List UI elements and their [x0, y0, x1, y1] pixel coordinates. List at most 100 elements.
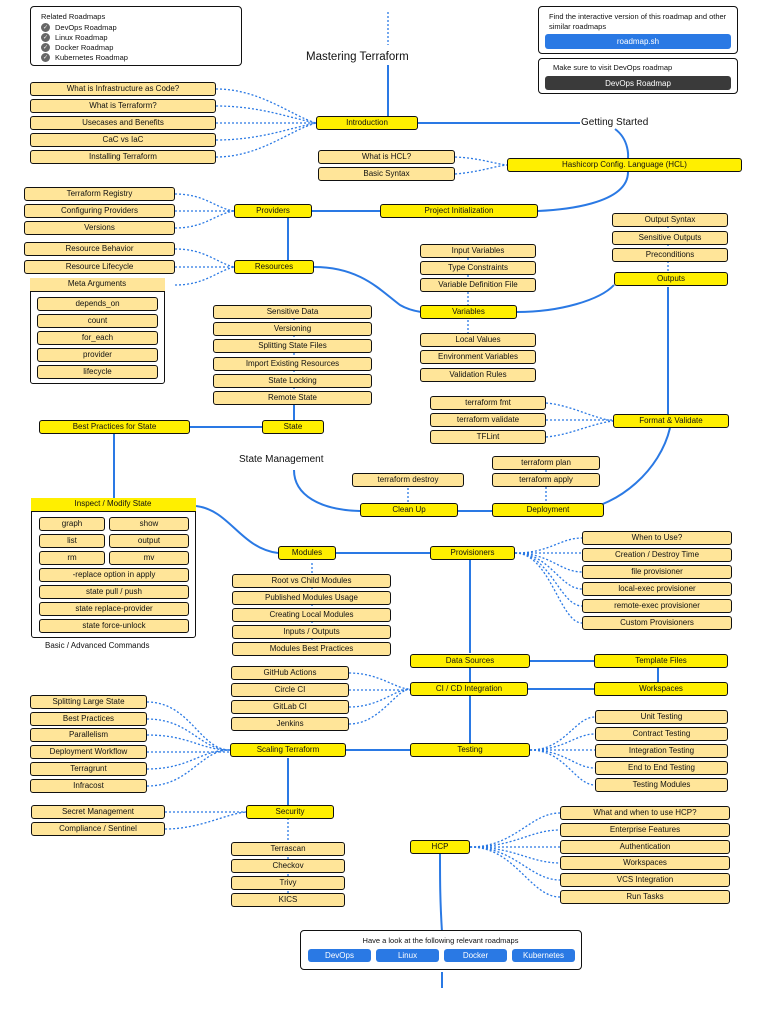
subtopic-what-is-terraform[interactable]: What is Terraform? — [30, 99, 216, 113]
topic-clean-up[interactable]: Clean Up — [360, 503, 458, 517]
subtopic-splitting-state-files[interactable]: Splitting State Files — [213, 339, 372, 353]
subtopic-resource-behavior[interactable]: Resource Behavior — [24, 242, 175, 256]
subtopic-compliance-sentinel[interactable]: Compliance / Sentinel — [31, 822, 165, 836]
subtopic-checkov[interactable]: Checkov — [231, 859, 345, 873]
topic-project-initialization[interactable]: Project Initialization — [380, 204, 538, 218]
subtopic-installing[interactable]: Installing Terraform — [30, 150, 216, 164]
subtopic-parallelism[interactable]: Parallelism — [30, 728, 147, 742]
subtopic-published-modules[interactable]: Published Modules Usage — [232, 591, 391, 605]
topic-security[interactable]: Security — [246, 805, 334, 819]
subtopic-cac-vs-iac[interactable]: CaC vs IaC — [30, 133, 216, 147]
subtopic-terraform-registry[interactable]: Terraform Registry — [24, 187, 175, 201]
subtopic-modules-best-practices[interactable]: Modules Best Practices — [232, 642, 391, 656]
subtopic-rm[interactable]: rm — [39, 551, 105, 565]
subtopic-secret-management[interactable]: Secret Management — [31, 805, 165, 819]
subtopic-custom-provisioners[interactable]: Custom Provisioners — [582, 616, 732, 630]
subtopic-terraform-validate[interactable]: terraform validate — [430, 413, 546, 427]
topic-workspaces[interactable]: Workspaces — [594, 682, 728, 696]
subtopic-terrascan[interactable]: Terrascan — [231, 842, 345, 856]
subtopic-replace-option[interactable]: -replace option in apply — [39, 568, 189, 582]
subtopic-run-tasks[interactable]: Run Tasks — [560, 890, 730, 904]
subtopic-state-replace-provider[interactable]: state replace-provider — [39, 602, 189, 616]
subtopic-remote-state[interactable]: Remote State — [213, 391, 372, 405]
subtopic-when-to-use[interactable]: When to Use? — [582, 531, 732, 545]
subtopic-terragrunt[interactable]: Terragrunt — [30, 762, 147, 776]
subtopic-list[interactable]: list — [39, 534, 105, 548]
subtopic-state-locking[interactable]: State Locking — [213, 374, 372, 388]
subtopic-graph[interactable]: graph — [39, 517, 105, 531]
subtopic-output-syntax[interactable]: Output Syntax — [612, 213, 728, 227]
devops-roadmap-button[interactable]: DevOps Roadmap — [545, 76, 731, 90]
subtopic-enterprise-features[interactable]: Enterprise Features — [560, 823, 730, 837]
subtopic-depends-on[interactable]: depends_on — [37, 297, 158, 311]
subtopic-local-exec[interactable]: local-exec provisioner — [582, 582, 732, 596]
topic-resources[interactable]: Resources — [234, 260, 314, 274]
footer-kubernetes-button[interactable]: Kubernetes — [512, 949, 575, 962]
subtopic-environment-variables[interactable]: Environment Variables — [420, 350, 536, 364]
subtopic-terraform-plan[interactable]: terraform plan — [492, 456, 600, 470]
topic-modules[interactable]: Modules — [278, 546, 336, 560]
subtopic-versions[interactable]: Versions — [24, 221, 175, 235]
subtopic-creation-destroy-time[interactable]: Creation / Destroy Time — [582, 548, 732, 562]
subtopic-circle-ci[interactable]: Circle CI — [231, 683, 349, 697]
subtopic-terraform-apply[interactable]: terraform apply — [492, 473, 600, 487]
topic-inspect-modify-state[interactable]: Inspect / Modify State — [30, 497, 196, 512]
related-link-devops[interactable]: ✓DevOps Roadmap — [41, 23, 117, 32]
subtopic-infracost[interactable]: Infracost — [30, 779, 147, 793]
subtopic-creating-local-modules[interactable]: Creating Local Modules — [232, 608, 391, 622]
subtopic-file-provisioner[interactable]: file provisioner — [582, 565, 732, 579]
subtopic-configuring-providers[interactable]: Configuring Providers — [24, 204, 175, 218]
subtopic-scaling-best-practices[interactable]: Best Practices — [30, 712, 147, 726]
subtopic-remote-exec[interactable]: remote-exec provisioner — [582, 599, 732, 613]
subtopic-unit-testing[interactable]: Unit Testing — [595, 710, 728, 724]
topic-providers[interactable]: Providers — [234, 204, 312, 218]
subtopic-resource-lifecycle[interactable]: Resource Lifecycle — [24, 260, 175, 274]
subtopic-what-when-hcp[interactable]: What and when to use HCP? — [560, 806, 730, 820]
subtopic-basic-syntax[interactable]: Basic Syntax — [318, 167, 455, 181]
subtopic-terraform-destroy[interactable]: terraform destroy — [352, 473, 464, 487]
footer-docker-button[interactable]: Docker — [444, 949, 507, 962]
subtopic-lifecycle[interactable]: lifecycle — [37, 365, 158, 379]
subtopic-deployment-workflow[interactable]: Deployment Workflow — [30, 745, 147, 759]
related-link-linux[interactable]: ✓Linux Roadmap — [41, 33, 108, 42]
subtopic-usecases[interactable]: Usecases and Benefits — [30, 116, 216, 130]
topic-state[interactable]: State — [262, 420, 324, 434]
subtopic-for-each[interactable]: for_each — [37, 331, 158, 345]
subtopic-import-existing-resources[interactable]: Import Existing Resources — [213, 357, 372, 371]
subtopic-preconditions[interactable]: Preconditions — [612, 248, 728, 262]
topic-variables[interactable]: Variables — [420, 305, 517, 319]
topic-outputs[interactable]: Outputs — [614, 272, 728, 286]
subtopic-versioning[interactable]: Versioning — [213, 322, 372, 336]
subtopic-input-variables[interactable]: Input Variables — [420, 244, 536, 258]
subtopic-validation-rules[interactable]: Validation Rules — [420, 368, 536, 382]
subtopic-end-to-end-testing[interactable]: End to End Testing — [595, 761, 728, 775]
subtopic-mv[interactable]: mv — [109, 551, 189, 565]
related-link-kubernetes[interactable]: ✓Kubernetes Roadmap — [41, 53, 128, 62]
topic-best-practices-state[interactable]: Best Practices for State — [39, 420, 190, 434]
subtopic-show[interactable]: show — [109, 517, 189, 531]
footer-linux-button[interactable]: Linux — [376, 949, 439, 962]
subtopic-github-actions[interactable]: GitHub Actions — [231, 666, 349, 680]
topic-cicd-integration[interactable]: CI / CD Integration — [410, 682, 528, 696]
topic-hcp[interactable]: HCP — [410, 840, 470, 854]
subtopic-count[interactable]: count — [37, 314, 158, 328]
subtopic-integration-testing[interactable]: Integration Testing — [595, 744, 728, 758]
subtopic-authentication[interactable]: Authentication — [560, 840, 730, 854]
subtopic-state-pull-push[interactable]: state pull / push — [39, 585, 189, 599]
subtopic-variable-definition-file[interactable]: Variable Definition File — [420, 278, 536, 292]
topic-deployment[interactable]: Deployment — [492, 503, 604, 517]
topic-introduction[interactable]: Introduction — [316, 116, 418, 130]
subtopic-hcp-workspaces[interactable]: Workspaces — [560, 856, 730, 870]
subtopic-contract-testing[interactable]: Contract Testing — [595, 727, 728, 741]
subtopic-testing-modules[interactable]: Testing Modules — [595, 778, 728, 792]
subtopic-inputs-outputs[interactable]: Inputs / Outputs — [232, 625, 391, 639]
topic-provisioners[interactable]: Provisioners — [430, 546, 515, 560]
topic-testing[interactable]: Testing — [410, 743, 530, 757]
topic-format-validate[interactable]: Format & Validate — [613, 414, 729, 428]
subtopic-sensitive-data[interactable]: Sensitive Data — [213, 305, 372, 319]
topic-hcl[interactable]: Hashicorp Config. Language (HCL) — [507, 158, 742, 172]
subtopic-provider[interactable]: provider — [37, 348, 158, 362]
subtopic-terraform-fmt[interactable]: terraform fmt — [430, 396, 546, 410]
topic-template-files[interactable]: Template Files — [594, 654, 728, 668]
subtopic-local-values[interactable]: Local Values — [420, 333, 536, 347]
